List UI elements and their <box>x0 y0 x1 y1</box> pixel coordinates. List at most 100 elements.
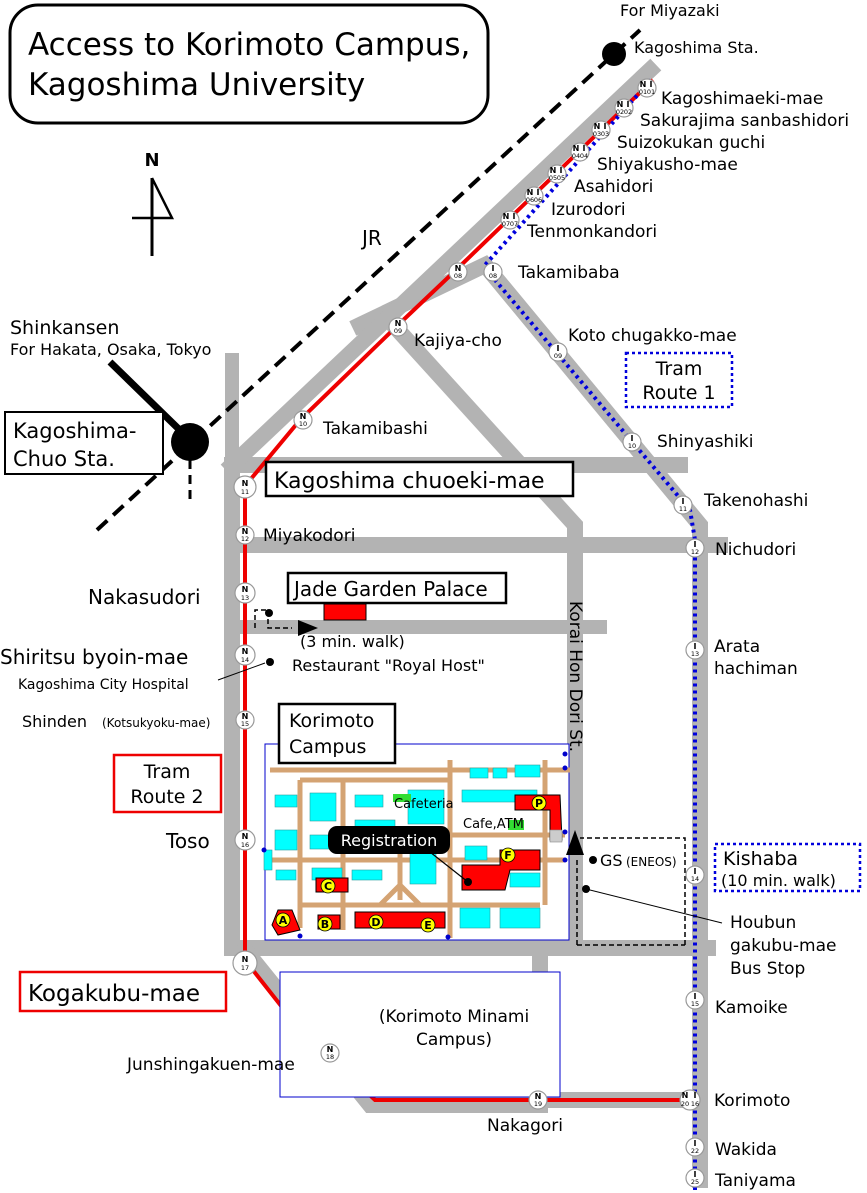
station-n18: N18 <box>320 1043 340 1063</box>
svg-text:N: N <box>327 1045 334 1054</box>
svg-text:E: E <box>424 919 432 932</box>
gs-label: GS <box>600 851 623 870</box>
svg-text:20: 20 <box>681 1100 689 1108</box>
title-line-1: Access to Korimoto Campus, <box>28 27 470 63</box>
station-i15: I15 <box>685 990 705 1010</box>
station-n09: N09 <box>388 317 408 337</box>
station-n17: N17 <box>232 950 258 976</box>
svg-text:14: 14 <box>241 656 249 664</box>
svg-text:Shinden: Shinden <box>22 712 87 731</box>
svg-text:02: 02 <box>616 108 624 116</box>
svg-text:I: I <box>513 212 516 221</box>
svg-text:I: I <box>682 497 685 506</box>
svg-text:Wakida: Wakida <box>715 1140 777 1160</box>
route1-stop-labels: Kagoshimaeki-mae Sakurajima sanbashidori… <box>517 89 849 1191</box>
station-n11: N11 <box>233 475 257 499</box>
svg-text:06: 06 <box>526 196 534 204</box>
svg-text:Taniyama: Taniyama <box>714 1171 796 1191</box>
svg-text:(10 min. walk): (10 min. walk) <box>721 871 836 890</box>
svg-text:19: 19 <box>534 1100 542 1108</box>
svg-text:14: 14 <box>691 875 699 883</box>
svg-text:A: A <box>279 914 288 927</box>
svg-text:Kagoshimaeki-mae: Kagoshimaeki-mae <box>661 89 823 109</box>
jade-garden-dot <box>265 609 273 617</box>
north-arrow: N <box>132 150 175 256</box>
svg-text:Nakasudori: Nakasudori <box>88 585 201 609</box>
svg-text:I: I <box>694 992 697 1001</box>
bus-stop-line-3: Bus Stop <box>730 959 805 979</box>
svg-text:15: 15 <box>691 1000 699 1008</box>
svg-text:01: 01 <box>639 88 647 96</box>
walk-3min-label: (3 min. walk) <box>300 632 405 651</box>
building-marker-e: E <box>420 917 436 933</box>
station-i10: I10 <box>622 432 642 452</box>
svg-text:12: 12 <box>241 535 249 543</box>
svg-text:N: N <box>503 212 510 221</box>
svg-text:Takamibashi: Takamibashi <box>322 419 428 439</box>
korai-st-label: Korai Hon Dori St. <box>565 601 585 752</box>
svg-text:I: I <box>537 188 540 197</box>
svg-text:Suizokukan guchi: Suizokukan guchi <box>617 133 765 153</box>
svg-text:Miyakodori: Miyakodori <box>263 526 355 546</box>
svg-text:13: 13 <box>241 594 249 602</box>
svg-text:I: I <box>627 100 630 109</box>
kagoshima-station-dot <box>602 42 626 66</box>
walk-arrow-campus <box>566 830 584 855</box>
svg-text:Kishaba: Kishaba <box>723 848 798 870</box>
svg-text:I: I <box>604 122 607 131</box>
svg-text:08: 08 <box>454 272 462 280</box>
svg-text:11: 11 <box>679 505 687 513</box>
svg-text:Takamibaba: Takamibaba <box>517 263 620 283</box>
svg-text:15: 15 <box>241 720 249 728</box>
svg-text:I: I <box>631 434 634 443</box>
cafe-atm-label: Cafe,ATM <box>463 817 524 832</box>
svg-text:I: I <box>694 1170 697 1179</box>
svg-text:D: D <box>371 916 380 929</box>
svg-text:10: 10 <box>299 420 307 428</box>
svg-text:17: 17 <box>241 964 249 972</box>
svg-text:P: P <box>535 797 543 810</box>
shinkansen-label: Shinkansen <box>10 317 119 339</box>
cafeteria-label: Cafeteria <box>394 797 454 812</box>
kagoshima-chuo-station-dot <box>171 423 209 461</box>
svg-text:Takenohashi: Takenohashi <box>703 491 808 511</box>
svg-text:N: N <box>535 1092 542 1101</box>
svg-text:N: N <box>550 166 557 175</box>
station-n16: N16 <box>234 829 256 851</box>
svg-text:07: 07 <box>502 220 510 228</box>
hospital-pointer <box>217 662 266 681</box>
svg-text:Tenmonkandori: Tenmonkandori <box>526 222 657 242</box>
svg-text:Kogakubu-mae: Kogakubu-mae <box>28 981 200 1007</box>
svg-text:I: I <box>557 344 560 353</box>
svg-text:Nakagori: Nakagori <box>487 1116 563 1136</box>
svg-text:N: N <box>242 955 249 964</box>
svg-text:22: 22 <box>691 1147 699 1155</box>
jr-label: JR <box>360 226 382 250</box>
svg-text:I: I <box>694 1091 697 1100</box>
svg-text:06: 06 <box>534 196 542 204</box>
svg-text:Tram: Tram <box>655 358 703 380</box>
building-marker-p: P <box>531 795 547 811</box>
svg-text:(Kotsukyoku-mae): (Kotsukyoku-mae) <box>102 716 210 730</box>
svg-text:Route 2: Route 2 <box>130 786 203 808</box>
tram-route-1-legend: Tram Route 1 <box>624 351 734 409</box>
svg-text:Route 1: Route 1 <box>642 382 715 404</box>
svg-text:Korimoto: Korimoto <box>714 1091 790 1111</box>
station-i25: I25 <box>685 1168 705 1188</box>
svg-text:03: 03 <box>601 130 609 138</box>
svg-text:Kajiya-cho: Kajiya-cho <box>414 331 502 351</box>
svg-text:C: C <box>324 880 332 893</box>
svg-text:I: I <box>583 144 586 153</box>
tram-route-2-legend: Tram Route 2 <box>112 753 223 814</box>
svg-text:05: 05 <box>557 174 565 182</box>
registration-callout: Registration <box>328 826 472 886</box>
svg-text:N: N <box>242 712 249 721</box>
gs-sub-label: (ENEOS) <box>626 855 677 869</box>
station-n08: N08 <box>448 262 468 282</box>
bus-stop-line-2: gakubu-mae <box>730 936 836 956</box>
walk-arrow-3min <box>298 620 318 636</box>
route2-stop-labels: Kajiya-cho Takamibashi Miyakodori Nakasu… <box>0 331 563 1136</box>
svg-text:Izurodori: Izurodori <box>551 200 626 220</box>
